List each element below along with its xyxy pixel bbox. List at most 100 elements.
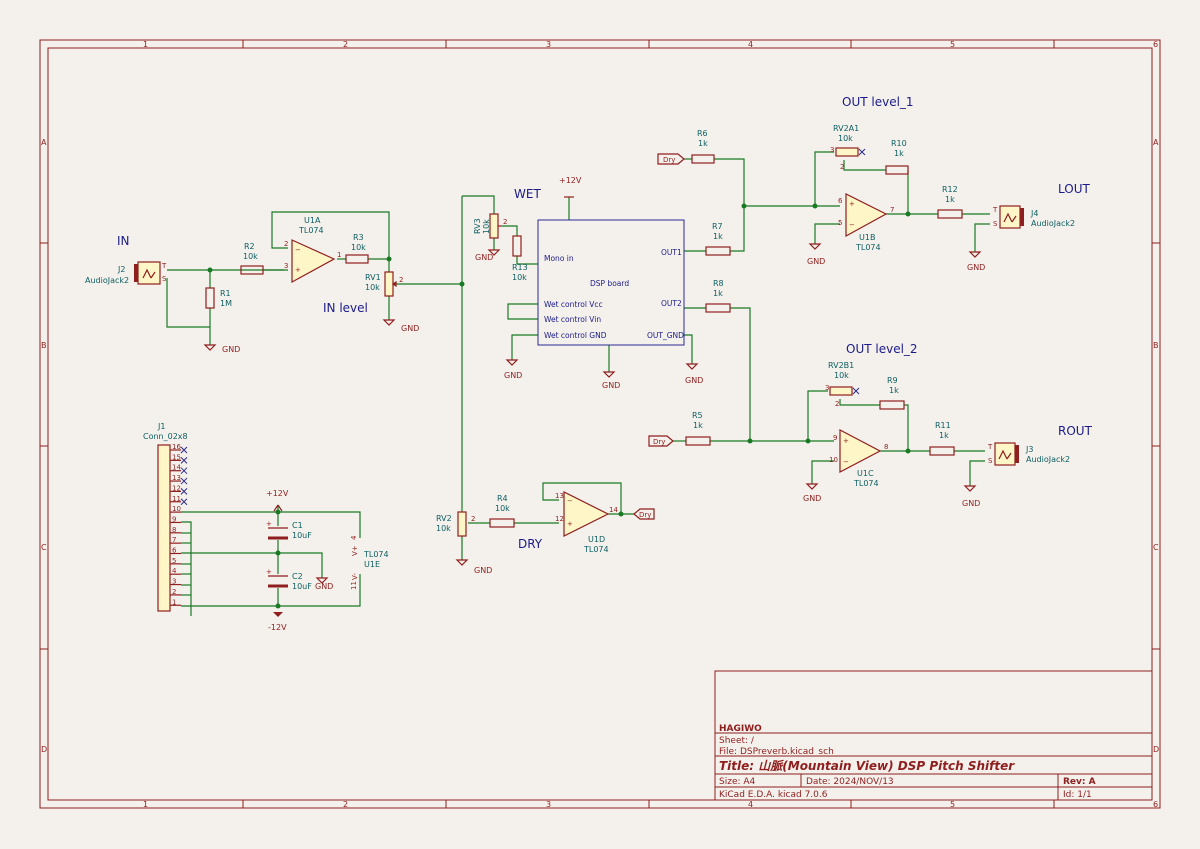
resistor-r10: R10 1k [885, 139, 909, 175]
power-symbol-p12: +12V [266, 489, 289, 512]
row-label-a: A [41, 138, 47, 147]
j1-pin-number: 2 [172, 588, 176, 596]
label-out-level-2: OUT level_2 [846, 342, 918, 356]
junctions [207, 203, 911, 609]
col-label-5-bottom: 5 [950, 800, 955, 809]
resistor-r6: R6 1k [691, 129, 715, 164]
col-label-4: 4 [748, 40, 753, 49]
label-wet: WET [514, 187, 541, 201]
gnd-label-outgnd: GND [685, 376, 703, 385]
svg-text:+: + [266, 520, 272, 528]
j3-ref: J3 [1025, 445, 1033, 454]
j1-pin-number: 16 [172, 443, 181, 451]
rv2-value: 10k [436, 524, 451, 533]
j1-pin-number: 9 [172, 515, 176, 523]
r11-value: 1k [939, 431, 949, 440]
r3-value: 10k [351, 243, 366, 252]
tb-tool: KiCad E.D.A. kicad 7.0.6 [719, 790, 828, 800]
m12-label: -12V [268, 623, 287, 632]
c2-ref: C2 [292, 572, 303, 581]
rv2b1-value: 10k [834, 371, 849, 380]
r4-value: 10k [495, 504, 510, 513]
tb-title: Title: 山脈(Mountain View) DSP Pitch Shift… [719, 759, 1015, 773]
j1-pin-number: 10 [172, 505, 181, 513]
gnd-symbol-u1b: GND [807, 243, 825, 266]
r2-ref: R2 [244, 242, 255, 251]
r9-value: 1k [889, 386, 899, 395]
dsp-pin-wet-vin: Wet control Vin [544, 315, 601, 324]
r1-ref: R1 [220, 289, 231, 298]
gnd-label-u1b: GND [807, 257, 825, 266]
no-connect-icon [180, 477, 188, 485]
svg-text:3: 3 [830, 146, 834, 154]
label-in-level: IN level [323, 301, 368, 315]
sheet-frame: 1 2 3 4 5 6 1 2 3 4 5 6 A B C D A B C D [39, 39, 1161, 809]
j1-pin-number: 7 [172, 536, 176, 544]
j1-pin-number: 1 [172, 598, 176, 606]
row-label-d: D [41, 745, 47, 754]
r6-ref: R6 [697, 129, 708, 138]
col-label-6-bottom: 6 [1153, 800, 1158, 809]
j3-pin-t: T [987, 443, 993, 451]
netlabel-dry-r6-text: Dry [663, 156, 675, 164]
j3-pin-s: S [988, 457, 993, 465]
resistor-r9: R9 1k [879, 376, 905, 410]
r3-ref: R3 [353, 233, 364, 242]
potentiometer-rv1: 2 RV1 10k [365, 271, 403, 297]
netlabel-dry-r6: Dry [657, 153, 685, 165]
dsp-pin-wet-gnd: Wet control GND [544, 331, 607, 340]
svg-text:3: 3 [284, 262, 288, 270]
resistor-r11: R11 1k [929, 421, 955, 456]
svg-text:3: 3 [825, 384, 829, 392]
power-symbol-p12-dsp: +12V [559, 176, 582, 198]
gnd-symbol-u1c: GND [803, 483, 821, 503]
j1-pin-number: 14 [172, 464, 181, 472]
u1d-value: TL074 [583, 545, 609, 554]
dsp-board-block: DSP board Mono in OUT1 OUT2 Wet control … [537, 219, 685, 346]
gnd-label-c: GND [315, 582, 333, 591]
c1-ref: C1 [292, 521, 303, 530]
r6-value: 1k [698, 139, 708, 148]
r5-ref: R5 [692, 411, 703, 420]
dsp-pin-out1: OUT1 [661, 248, 682, 257]
netlabel-dry-out: Dry [633, 508, 655, 520]
j1-value: Conn_02x8 [143, 432, 188, 441]
svg-text:2: 2 [399, 276, 403, 284]
label-dry: DRY [518, 537, 543, 551]
gnd-symbol-r1: GND [203, 344, 240, 354]
dsp-pin-wet-vcc: Wet control Vcc [544, 300, 603, 309]
row-label-d-right: D [1153, 745, 1159, 754]
resistor-r13: R13 10k [512, 235, 528, 282]
tb-rev: Rev: A [1063, 777, 1096, 787]
svg-text:5: 5 [838, 219, 842, 227]
j2-ref: J2 [117, 265, 125, 274]
j4-pin-t: T [992, 206, 998, 214]
svg-text:−: − [295, 246, 301, 254]
r13-value: 10k [512, 273, 527, 282]
col-label-2: 2 [343, 40, 348, 49]
j1-ref: J1 [157, 422, 165, 431]
dsp-pin-mono-in: Mono in [544, 254, 574, 263]
u1d-ref: U1D [588, 535, 605, 544]
j1-pin-number: 5 [172, 557, 176, 565]
col-label-5: 5 [950, 40, 955, 49]
netlabel-dry-out-text: Dry [639, 511, 651, 519]
r11-ref: R11 [935, 421, 951, 430]
tb-id: Id: 1/1 [1063, 790, 1092, 800]
c2-value: 10uF [292, 582, 312, 591]
opamp-u1b: +− 657 U1B TL074 [838, 193, 894, 252]
tb-company: HAGIWO [719, 724, 762, 734]
resistor-r3: R3 10k [345, 233, 369, 264]
gnd-label-j3: GND [962, 499, 980, 508]
rv3-value: 10k [482, 219, 491, 234]
j1-pin-number: 6 [172, 547, 177, 555]
gnd-symbol-dsp: GND [602, 371, 620, 390]
label-rout: ROUT [1058, 424, 1093, 438]
j1-pin-number: 11 [172, 495, 181, 503]
label-out-level-1: OUT level_1 [842, 95, 914, 109]
c1-value: 10uF [292, 531, 312, 540]
u1a-value: TL074 [298, 226, 324, 235]
